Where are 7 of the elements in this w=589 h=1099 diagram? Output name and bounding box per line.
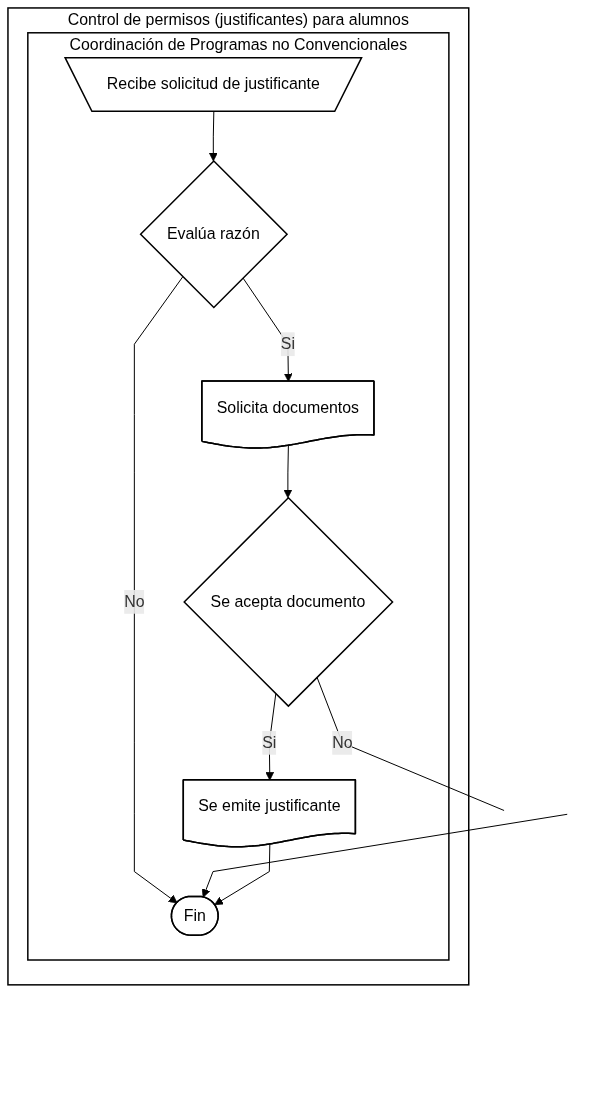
node-diamond: Evalúa razón (139, 159, 289, 309)
connector (316, 676, 505, 811)
edge-label: No (124, 592, 145, 610)
node-diamond: Se acepta documento (183, 496, 394, 708)
edge-label: No (332, 733, 353, 751)
edge-label: Si (262, 733, 277, 751)
edge-label: Si (280, 335, 295, 353)
